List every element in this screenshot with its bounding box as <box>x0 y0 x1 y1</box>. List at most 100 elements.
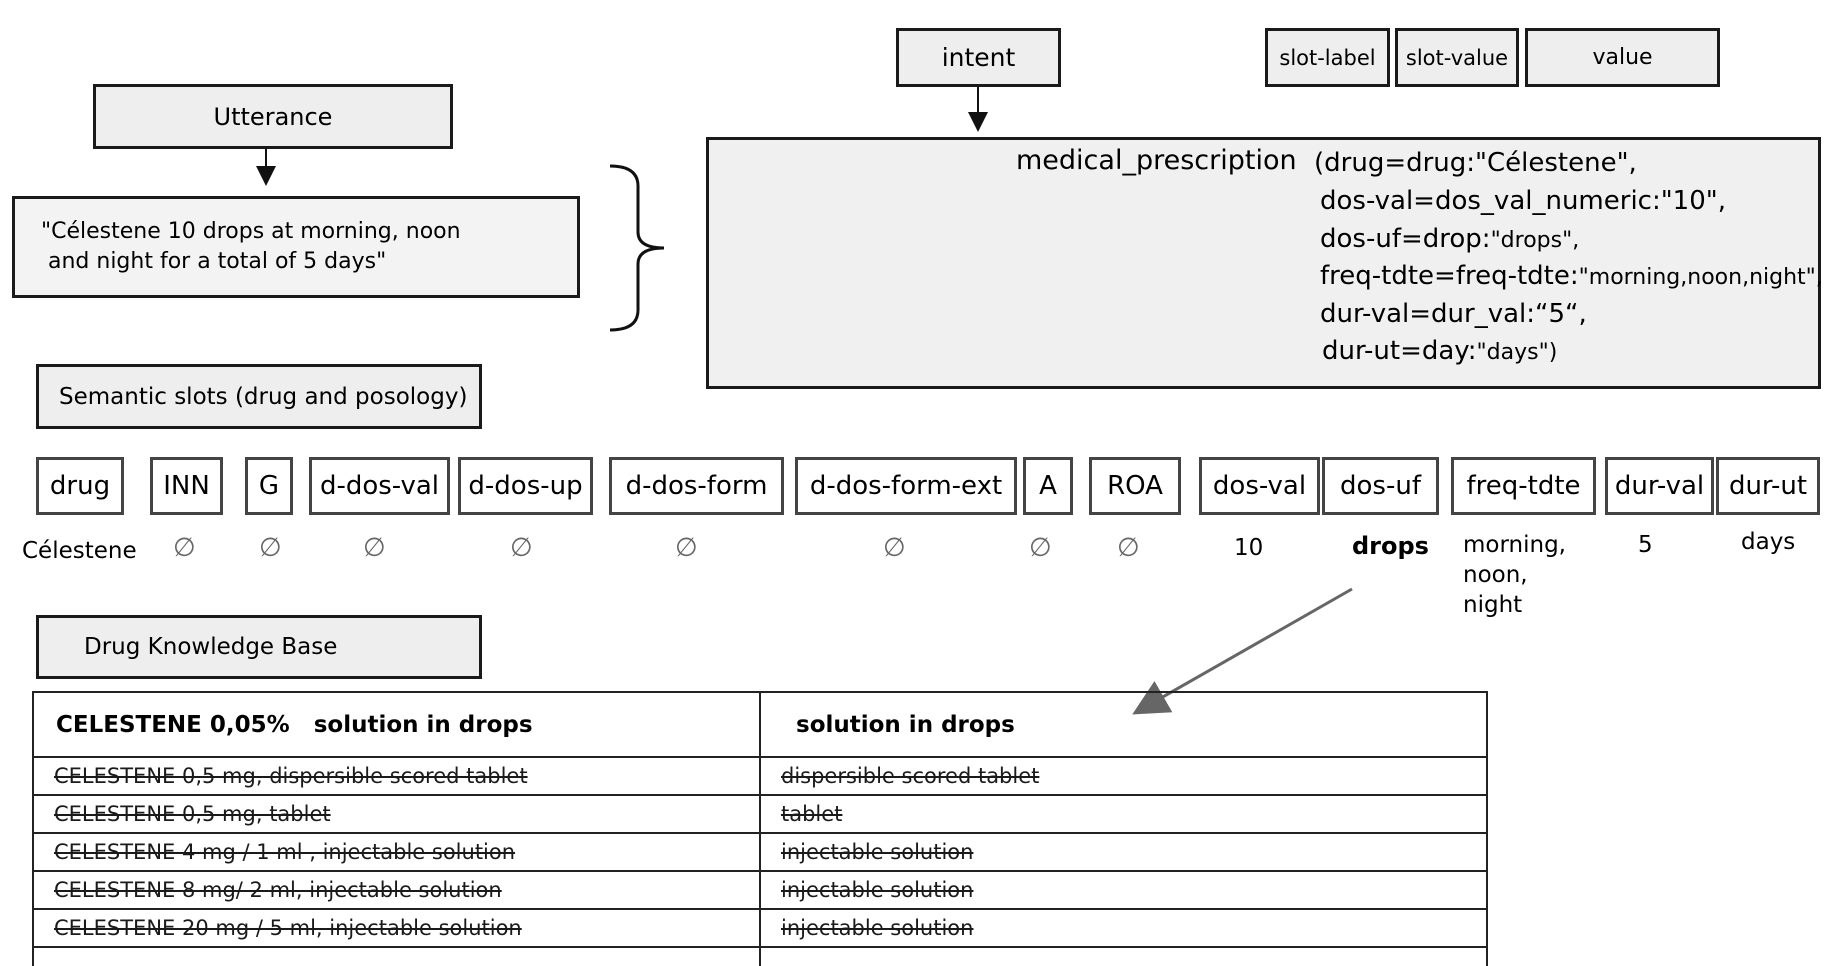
knowledge-base-table: CELESTENE 0,05% solution in drops soluti… <box>32 691 1488 966</box>
intent-name: medical_prescription <box>1016 145 1297 176</box>
legend-slot-label-text: slot-label <box>1279 45 1376 70</box>
table-cell: injectable solution <box>759 870 1488 910</box>
slot-name: d-dos-form <box>625 471 768 501</box>
slot-name: dur-val <box>1614 471 1705 501</box>
table-cell: tablet <box>759 794 1488 834</box>
table-cell: dispersible scored tablet <box>759 756 1488 796</box>
slot-name: d-dos-form-ext <box>809 471 1003 501</box>
utterance-label-text: Utterance <box>213 102 333 131</box>
table-header-cell: CELESTENE 0,05% solution in drops <box>32 691 761 758</box>
curly-brace <box>609 164 665 332</box>
intent-arg: dur-val=dur_val:“5“, <box>1320 299 1587 329</box>
table-row: CELESTENE 0,5 mg, tablet tablet <box>32 794 1488 834</box>
intent-label-text: intent <box>941 43 1016 72</box>
slot-label-d-dos-form-ext: d-dos-form-ext <box>795 457 1017 515</box>
slot-value-dur-val: 5 <box>1638 532 1653 558</box>
slot-name: A <box>1039 471 1057 501</box>
table-row <box>32 946 1488 966</box>
slot-name: drug <box>49 471 111 501</box>
table-cell <box>32 946 761 966</box>
intent-label: intent <box>896 28 1061 87</box>
slot-name: d-dos-val <box>319 471 440 501</box>
slot-label-dos-val: dos-val <box>1199 457 1320 515</box>
slot-name: freq-tdte <box>1466 471 1581 501</box>
slot-name: dos-val <box>1212 471 1307 501</box>
table-cell: CELESTENE 0,5 mg, tablet <box>32 794 761 834</box>
intent-arg: dur-ut=day:"days") <box>1322 336 1557 366</box>
slot-value-inn: ∅ <box>173 533 196 563</box>
slot-value-dos-val: 10 <box>1234 535 1264 561</box>
slot-name: ROA <box>1107 471 1163 501</box>
intent-arg: freq-tdte=freq-tdte:"morning,noon,night"… <box>1320 261 1823 291</box>
legend-slot-value: slot-value <box>1395 28 1519 87</box>
slot-label-d-dos-val: d-dos-val <box>309 457 450 515</box>
slot-label-d-dos-form: d-dos-form <box>609 457 784 515</box>
slot-value-d-dos-val: ∅ <box>363 533 386 563</box>
utterance-text-box: "Célestene 10 drops at morning, noon and… <box>12 196 580 298</box>
table-row: CELESTENE 0,5 mg, dispersible scored tab… <box>32 756 1488 796</box>
table-row: CELESTENE 20 mg / 5 ml, injectable solut… <box>32 908 1488 948</box>
slot-value-freq-tdte: morning, noon, night <box>1463 532 1566 618</box>
slot-label-dur-val: dur-val <box>1605 457 1714 515</box>
arg-value: “5“, <box>1535 299 1587 329</box>
intent-arg: dos-val=dos_val_numeric:"10", <box>1320 186 1726 216</box>
arg-key: dur-ut=day: <box>1322 336 1477 366</box>
legend-slot-label: slot-label <box>1265 28 1390 87</box>
slot-value-roa: ∅ <box>1117 533 1140 563</box>
arg-key: (drug=drug: <box>1314 148 1476 178</box>
slot-label-dur-ut: dur-ut <box>1716 457 1820 515</box>
semantic-slots-label: Semantic slots (drug and posology) <box>36 364 482 429</box>
slot-value-d-dos-form: ∅ <box>675 533 698 563</box>
slot-name: d-dos-up <box>468 471 583 501</box>
slot-label-g: G <box>245 457 293 515</box>
slot-value-g: ∅ <box>259 533 282 563</box>
table-row: CELESTENE 8 mg/ 2 ml, injectable solutio… <box>32 870 1488 910</box>
table-cell: CELESTENE 20 mg / 5 ml, injectable solut… <box>32 908 761 948</box>
utterance-label: Utterance <box>93 84 453 149</box>
table-cell: CELESTENE 8 mg/ 2 ml, injectable solutio… <box>32 870 761 910</box>
arg-key: dos-uf=drop: <box>1320 224 1491 254</box>
slot-label-d-dos-up: d-dos-up <box>458 457 593 515</box>
table-cell: injectable solution <box>759 832 1488 872</box>
intent-frame: medical_prescription (drug=drug:"Céleste… <box>706 137 1823 389</box>
table-cell: CELESTENE 0,5 mg, dispersible scored tab… <box>32 756 761 796</box>
table-header-cell: solution in drops <box>759 691 1488 758</box>
slot-value-dos-uf: drops <box>1352 532 1429 560</box>
arg-value: "Célestene", <box>1475 148 1637 178</box>
table-cell: CELESTENE 4 mg / 1 ml , injectable solut… <box>32 832 761 872</box>
slot-name: dur-ut <box>1728 471 1808 501</box>
arg-value: "drops", <box>1490 228 1580 253</box>
slot-label-freq-tdte: freq-tdte <box>1451 457 1596 515</box>
slot-value-dur-ut: days <box>1741 529 1796 555</box>
legend-value: value <box>1525 28 1720 87</box>
arg-key: dos-val=dos_val_numeric: <box>1320 186 1661 216</box>
slot-name: G <box>258 471 280 501</box>
utterance-text-line: and night for a total of 5 days" <box>41 249 387 274</box>
drops-to-kb-arrow <box>1132 587 1353 715</box>
table-row: CELESTENE 4 mg / 1 ml , injectable solut… <box>32 832 1488 872</box>
slot-label-a: A <box>1023 457 1073 515</box>
knowledge-base-label-text: Drug Knowledge Base <box>84 634 338 660</box>
arg-key: dur-val=dur_val: <box>1320 299 1535 329</box>
legend-value-text: value <box>1592 45 1653 70</box>
legend-slot-value-text: slot-value <box>1405 45 1509 70</box>
arg-value: "days") <box>1476 340 1558 365</box>
intent-arg: dos-uf=drop:"drops", <box>1320 224 1579 254</box>
slot-label-drug: drug <box>36 457 124 515</box>
arg-value: "morning,noon,night", <box>1578 265 1823 290</box>
slot-label-dos-uf: dos-uf <box>1322 457 1439 515</box>
slot-value-d-dos-up: ∅ <box>510 533 533 563</box>
arg-value: "10", <box>1660 186 1726 216</box>
slot-label-roa: ROA <box>1089 457 1181 515</box>
slot-label-inn: INN <box>150 457 223 515</box>
table-header-row: CELESTENE 0,05% solution in drops soluti… <box>32 691 1488 758</box>
slot-value-d-dos-form-ext: ∅ <box>883 533 906 563</box>
intent-arg: (drug=drug:"Célestene", <box>1314 148 1637 178</box>
slot-name: dos-uf <box>1340 471 1421 501</box>
table-cell: injectable solution <box>759 908 1488 948</box>
arg-key: freq-tdte=freq-tdte: <box>1320 261 1579 291</box>
slot-name: INN <box>163 471 210 501</box>
table-cell <box>759 946 1488 966</box>
utterance-text-line: "Célestene 10 drops at morning, noon <box>41 219 461 244</box>
